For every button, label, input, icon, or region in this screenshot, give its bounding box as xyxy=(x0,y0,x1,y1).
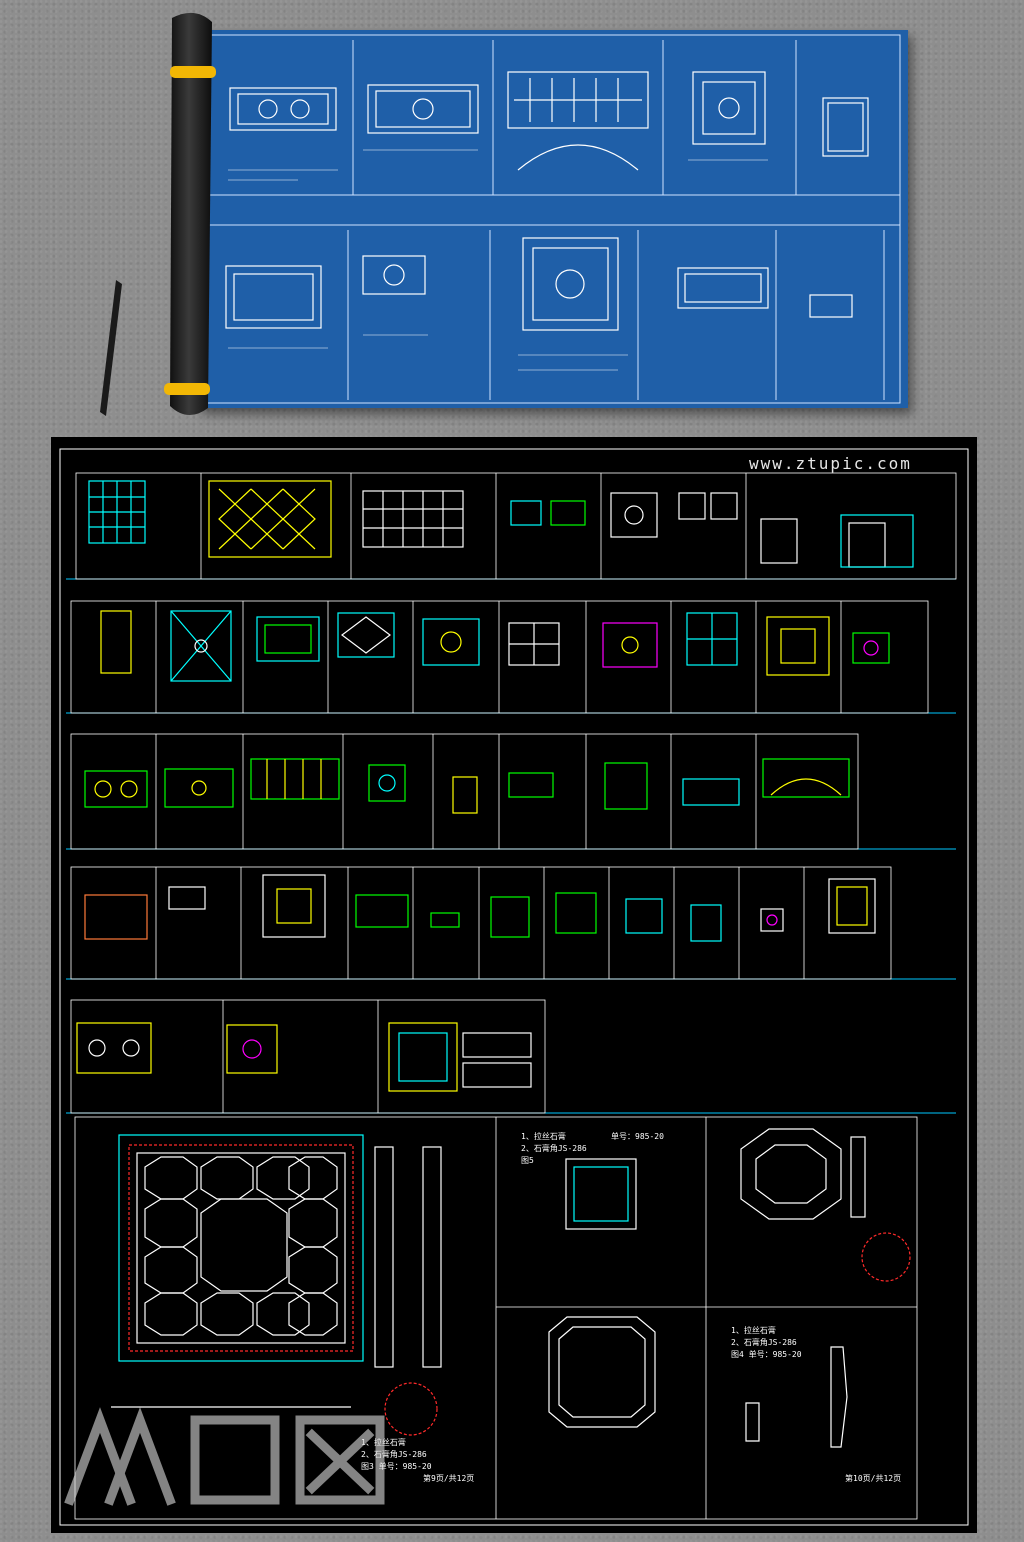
drawing-ref-1: 单号：985-20 xyxy=(611,1132,664,1141)
page-number-3: 第10页/共12页 xyxy=(845,1474,902,1483)
note-line: 图5 xyxy=(521,1156,534,1165)
pen-icon xyxy=(96,280,126,420)
cad-drawings xyxy=(59,448,969,1526)
drawing-note-3: 1、拉丝石膏 2、石膏角JS-286 图4 单号：985-20 xyxy=(731,1325,802,1361)
note-line: 1、拉丝石膏 xyxy=(731,1326,776,1335)
blueprint-drawings xyxy=(205,34,901,404)
drawing-note-1: 1、拉丝石膏 2、石膏角JS-286 图5 xyxy=(521,1131,587,1167)
note-line: 2、石膏角JS-286 xyxy=(361,1450,427,1459)
blueprint-poster xyxy=(198,30,908,408)
watermark-logo-icon xyxy=(64,1407,385,1506)
page-number-2: 第9页/共12页 xyxy=(423,1474,475,1483)
note-line: 2、石膏角JS-286 xyxy=(731,1338,797,1347)
cad-drawing-sheet: www.ztupic.com 1、拉丝石膏 2、石膏角JS-286 图5 单号：… xyxy=(51,437,977,1533)
note-line: 图4 单号：985-20 xyxy=(731,1350,802,1359)
note-line: 1、拉丝石膏 xyxy=(521,1132,566,1141)
note-line: 图3 单号：985-20 xyxy=(361,1462,432,1471)
watermark-url: www.ztupic.com xyxy=(749,454,912,473)
note-line: 2、石膏角JS-286 xyxy=(521,1144,587,1153)
paper-roll-icon xyxy=(150,8,220,423)
